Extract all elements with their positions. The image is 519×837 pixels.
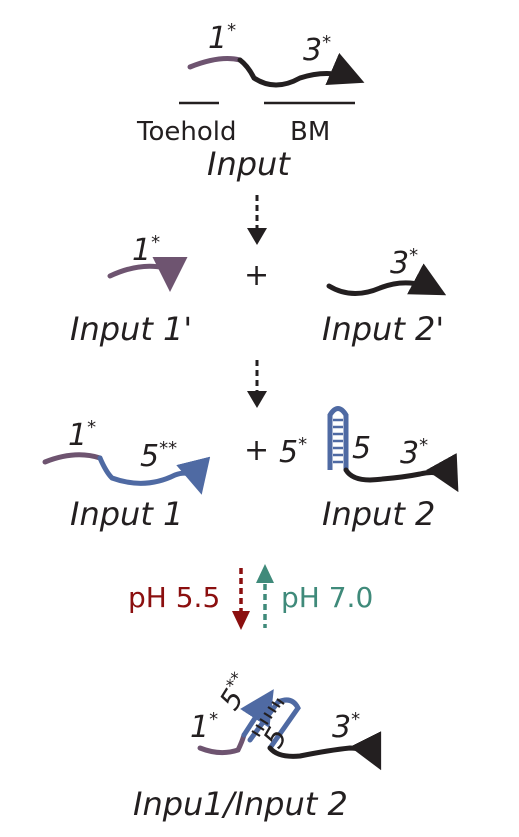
complex-domain-1-label: 1* [190, 709, 218, 745]
ph-5-5-label: pH 5.5 [128, 581, 220, 614]
domain-1-label: 1* [208, 20, 236, 56]
complex-name: Inpu1/Input 2 [133, 785, 348, 823]
input1-domain-5ss-segment [97, 455, 211, 495]
complex-domain-3-strand [267, 731, 382, 771]
hairpin-base-pairs [333, 418, 343, 464]
input2-domain-3-label: 3* [400, 435, 428, 471]
complex-domain-5-label: 5 [256, 722, 293, 754]
input2-domain-3-strand [343, 453, 459, 493]
plus-sign-1: + [244, 258, 269, 293]
branch-migration-domain-3-segment [237, 52, 365, 88]
input-strand-group: 1* 3* Toehold BM Input [136, 20, 365, 183]
complex-domain-5ss-strand [240, 689, 274, 738]
input1-domain-5ss-label: 5** [140, 438, 177, 474]
complex-toehold-segment [197, 732, 247, 756]
input2-prime-strand [326, 263, 447, 296]
bm-label: BM [290, 117, 330, 147]
input1-prime-name: Input 1' [70, 310, 192, 348]
input1-domain-1-label: 1* [68, 417, 96, 453]
ph-7-0-label: pH 7.0 [281, 581, 373, 614]
split-strands-group: 1* + 3* Input 1' Input 2' [70, 232, 447, 348]
input-name: Input [207, 145, 291, 183]
input2-prime-name: Input 2' [322, 310, 444, 348]
input1-name: Input 1 [70, 495, 183, 533]
process-arrow-2 [247, 360, 267, 408]
input2-domain-5-label: 5 [352, 431, 371, 466]
ph-switch-group: pH 5.5 pH 7.0 [128, 564, 373, 630]
input1-prime-strand [107, 256, 188, 292]
input1-prime-domain-label: 1* [132, 232, 160, 268]
modified-strands-group: 1* 5** + 5* 5 3* Input 1 Input 2 [42, 406, 459, 533]
acid-down-arrow [232, 568, 250, 630]
neutral-up-arrow [256, 564, 274, 628]
input2-prime-domain-label: 3* [390, 245, 418, 281]
complex-hairpin-strand [247, 697, 301, 751]
complex-domain-3-label: 3* [332, 709, 360, 745]
domain-3-label: 3* [303, 32, 331, 68]
process-arrow-1 [247, 195, 267, 245]
complex-domain-5ss-label: 5** [213, 669, 259, 716]
input2-name: Input 2 [322, 495, 435, 533]
complex-group: 5** 1* 5 3* Inpu1/Input 2 [133, 669, 382, 823]
toehold-label: Toehold [136, 117, 236, 147]
plus-sign-2: + [244, 433, 269, 468]
complex-base-pairs [251, 698, 285, 737]
input2-domain-5s-label: 5* [279, 434, 307, 470]
input2-hairpin-loop [327, 406, 349, 470]
input1-toehold-segment [42, 452, 103, 465]
toehold-domain-1-segment [187, 56, 243, 70]
